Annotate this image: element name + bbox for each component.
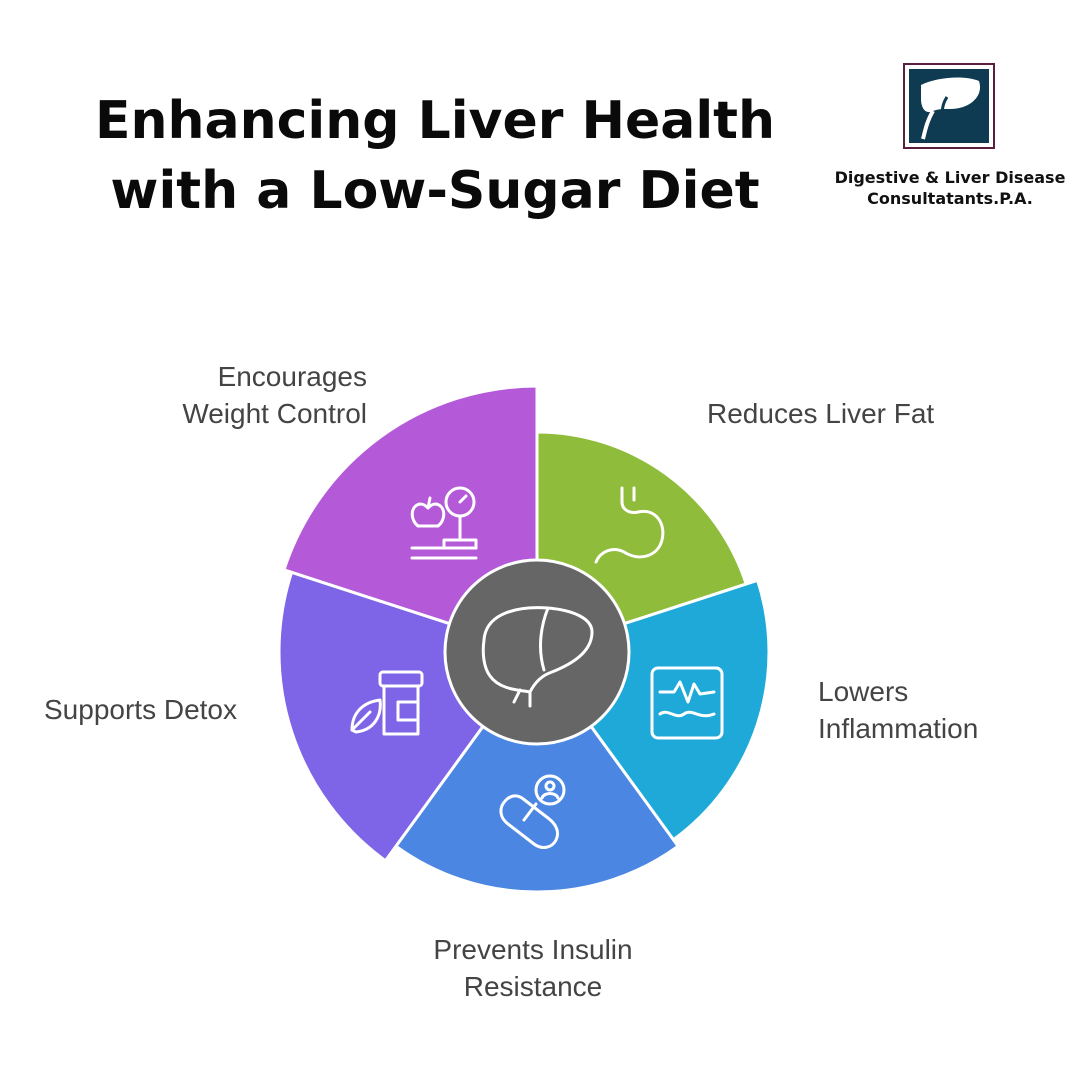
heart-monitor-icon xyxy=(650,666,724,740)
center-hub xyxy=(443,558,631,746)
title-line-2: with a Low-Sugar Diet xyxy=(110,161,760,221)
title-line-1: Enhancing Liver Health xyxy=(94,91,776,151)
scale-apple-icon xyxy=(410,486,478,560)
label-inflam-line-2: Inflammation xyxy=(818,713,979,744)
liver-logo-icon xyxy=(903,63,995,149)
liver-icon xyxy=(481,606,594,708)
segment-prevents-insulin-resistance xyxy=(393,649,681,894)
label-weight-line-1: Encourages xyxy=(217,361,367,392)
label-inflam-line-1: Lowers xyxy=(818,676,909,707)
organization-line-2: Consultatants.P.A. xyxy=(867,189,1033,208)
label-prevents-insulin-resistance: Prevents Insulin Resistance xyxy=(380,931,686,1005)
page-title: Enhancing Liver Health with a Low-Sugar … xyxy=(60,86,810,226)
label-encourages-weight-control: Encourages Weight Control xyxy=(182,358,367,432)
label-fat-line-1: Reduces Liver Fat xyxy=(707,398,935,429)
label-detox-line-1: Supports Detox xyxy=(44,694,237,725)
label-insulin-line-2: Resistance xyxy=(463,971,603,1002)
pill-capsule-icon xyxy=(499,774,566,849)
supplement-bottle-leaf-icon xyxy=(350,670,424,736)
label-weight-line-2: Weight Control xyxy=(182,398,367,429)
label-lowers-inflammation: Lowers Inflammation xyxy=(818,673,978,747)
label-reduces-liver-fat: Reduces Liver Fat xyxy=(707,395,934,432)
organization-line-1: Digestive & Liver Disease xyxy=(834,168,1066,187)
label-supports-detox: Supports Detox xyxy=(44,691,237,728)
organization-name: Digestive & Liver Disease Consultatants.… xyxy=(830,167,1070,209)
stomach-icon xyxy=(594,486,665,564)
label-insulin-line-1: Prevents Insulin xyxy=(433,934,633,965)
